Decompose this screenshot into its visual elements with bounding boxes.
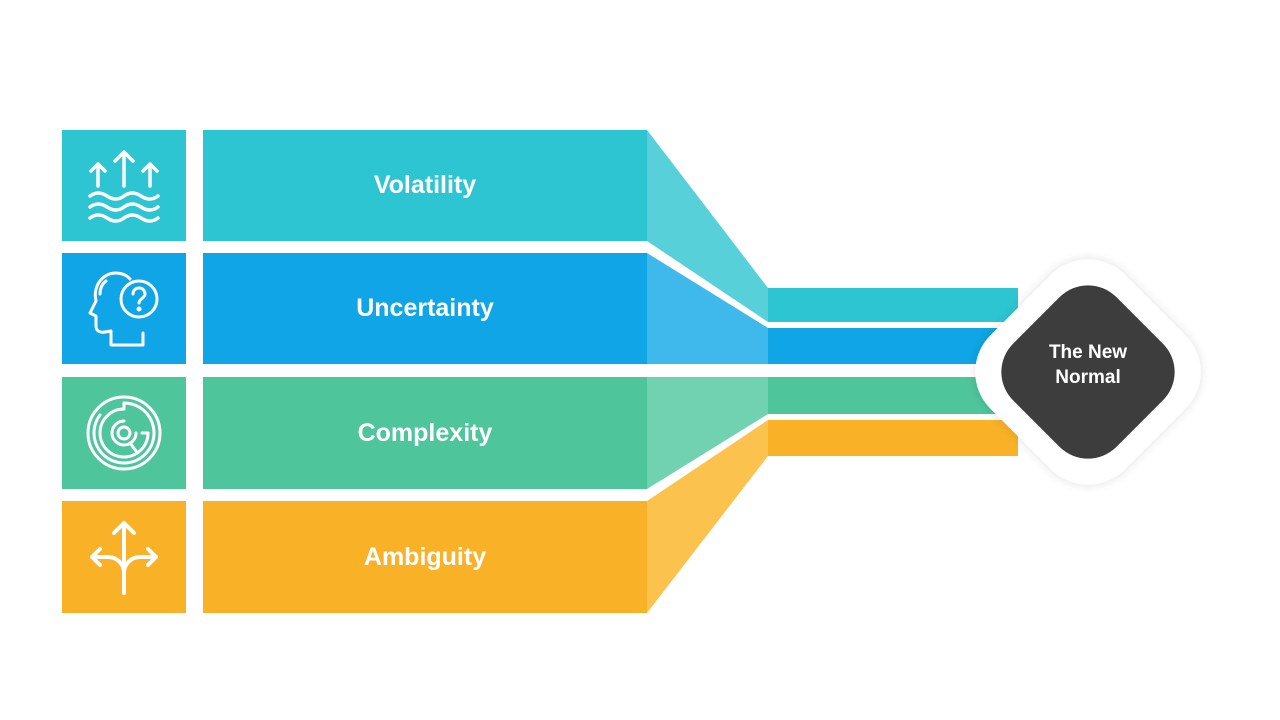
maze-icon — [86, 395, 162, 471]
rising-waves-icon — [88, 149, 160, 223]
head-question-icon — [88, 271, 159, 346]
complexity-label: Complexity — [203, 377, 647, 489]
volatility-label: Volatility — [203, 130, 647, 241]
stream-ambiguity — [768, 420, 1018, 456]
funnel-ambiguity — [647, 420, 768, 613]
volatility-icon-box — [62, 130, 186, 241]
split-arrows-icon — [90, 521, 158, 595]
uncertainty-label: Uncertainty — [203, 253, 647, 364]
uncertainty-icon-box — [62, 253, 186, 364]
complexity-icon-box — [62, 377, 186, 489]
new-normal-line2: Normal — [1055, 367, 1121, 388]
funnel-volatility — [647, 130, 768, 322]
funnel-complexity — [647, 377, 768, 489]
new-normal-line1: The New — [1048, 342, 1128, 363]
new-normal-label: The New Normal — [1008, 340, 1168, 390]
funnel-uncertainty — [647, 253, 768, 364]
stream-volatility — [768, 288, 1018, 322]
ambiguity-label: Ambiguity — [203, 501, 647, 613]
ambiguity-icon-box — [62, 501, 186, 613]
